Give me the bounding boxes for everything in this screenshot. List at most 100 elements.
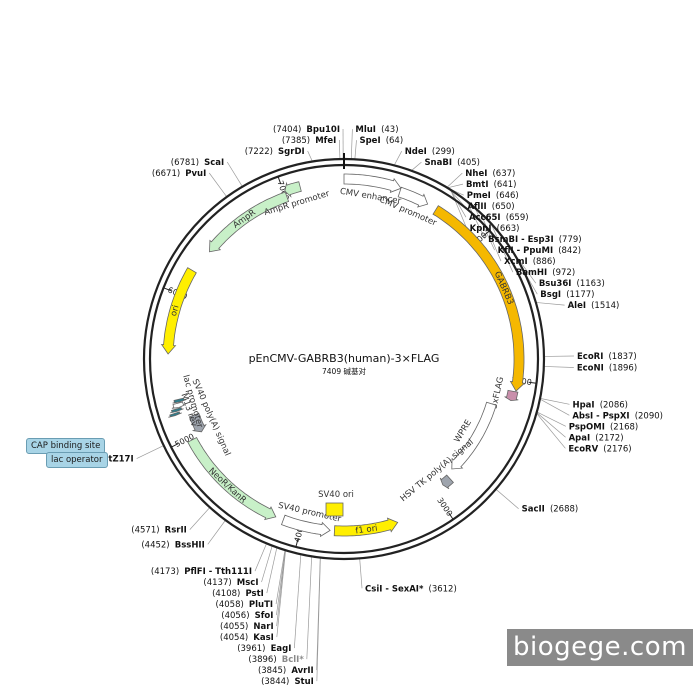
site-name: RsrII [165, 526, 187, 536]
site-bsshii: (4452) BssHII [141, 532, 204, 551]
feature-lac-promoter [171, 401, 186, 409]
site-ecorv: EcoRV (2176) [568, 436, 631, 455]
site-position: (663) [497, 224, 520, 234]
site-position: (4055) [220, 622, 248, 632]
tick-2000 [528, 381, 537, 384]
site-line-nhei [446, 172, 463, 188]
site-line-absi-pspxi [539, 398, 570, 416]
site-position: (842) [558, 246, 581, 256]
site-name: PmeI [467, 191, 491, 201]
site-position: (43) [381, 125, 398, 135]
feature-cmv-enhancer [343, 173, 402, 193]
site-bsmbi-esp3i: BsmBI - Esp3I (779) [488, 227, 581, 246]
site-name: ScaI [204, 158, 224, 168]
site-position: (972) [552, 268, 575, 278]
site-line-pflfi-tth111i [254, 543, 267, 572]
site-position: (64) [386, 136, 403, 146]
site-name: PspOMI [569, 422, 605, 432]
site-position: (886) [533, 257, 556, 267]
feature-f1-ori [333, 517, 399, 537]
site-name: KflI - PpuMI [498, 246, 553, 256]
site-line-stui [316, 557, 321, 682]
site-position: (4452) [141, 540, 169, 550]
site-ndei: NdeI (299) [405, 139, 455, 158]
site-aflii: AflII (650) [467, 194, 514, 213]
feature-label-ori: ori [169, 304, 182, 317]
feature-sv40-poly-a-signal [188, 412, 207, 433]
site-position: (4571) [131, 526, 159, 536]
site-name: PstI [245, 589, 263, 599]
site-name: BsmBI - Esp3I [488, 235, 554, 245]
site-leader-lines [136, 129, 574, 682]
site-sacii: SacII (2688) [522, 497, 579, 516]
site-line-bmti [447, 183, 464, 189]
site-bsu36i: Bsu36I (1163) [539, 271, 605, 290]
site-position: (1514) [591, 301, 619, 311]
tick-7000 [277, 176, 282, 185]
feature-gabrb3 [432, 205, 526, 392]
site-line-kpni [450, 189, 467, 229]
site-position: (4137) [203, 578, 231, 588]
site-position: (659) [506, 213, 529, 223]
site-name: ApaI [569, 433, 591, 443]
feature-ampr [209, 191, 290, 253]
site-apai: ApaI (2172) [569, 425, 624, 444]
feature-sv40-ori [325, 502, 344, 517]
site-line-pluti [275, 550, 286, 605]
feature-wpre [451, 401, 497, 470]
site-line-snabi [411, 161, 422, 171]
site-pmei: PmeI (646) [467, 183, 519, 202]
feature-ampr-promoter [284, 181, 302, 198]
site-name: BsgI [540, 290, 561, 300]
site-name: NarI [253, 622, 273, 632]
site-name: EcoRI [577, 352, 603, 362]
site-position: (2172) [595, 433, 623, 443]
site-position: (3844) [261, 677, 289, 687]
site-name: CsiI - SexAI* [365, 584, 424, 594]
site-bsgi: BsgI (1177) [540, 282, 594, 301]
feature-label-hsv-tk-poly-a-signal: HSV TK poly(A) signal [399, 437, 476, 504]
feature-label-f1-ori: f1 ori [355, 524, 378, 537]
site-name: BmtI [466, 180, 489, 190]
site-sgrdi: (7222) SgrDI [245, 139, 305, 158]
site-line-alei [535, 302, 565, 306]
site-snabi: SnaBI (405) [424, 150, 480, 169]
site-line-xcmi [480, 212, 502, 262]
plasmid-length: 7409 碱基对 [322, 366, 366, 376]
tick-6000 [163, 287, 172, 292]
site-position: (1896) [609, 364, 637, 374]
site-hpai: HpaI (2086) [572, 392, 627, 411]
site-name: BssHII [175, 540, 205, 550]
site-econi: EcoNI (1896) [577, 356, 637, 375]
site-position: (2168) [610, 422, 638, 432]
site-line-msci [261, 545, 273, 583]
site-line-kfli-ppumi [474, 207, 495, 251]
site-line-mlui [350, 129, 353, 160]
feature-lac-operator [170, 407, 184, 414]
site-position: (650) [492, 202, 515, 212]
site-line-bsshii [207, 519, 226, 545]
site-line-ndei [393, 150, 403, 166]
site-labels: (7404) Bpu10I(7385) MfeI(7222) SgrDI(678… [64, 125, 663, 688]
site-stui: (3844) StuI [261, 669, 314, 688]
site-position: (3612) [429, 584, 457, 594]
site-name: BclI* [282, 655, 305, 665]
site-name: KasI [253, 633, 274, 643]
site-position: (637) [492, 169, 515, 179]
tick-label-3000: 3000 [435, 496, 454, 518]
tick-5000 [170, 443, 179, 448]
site-position: (1177) [566, 290, 594, 300]
site-name: MluI [355, 125, 376, 135]
site-ecori: EcoRI (1837) [577, 344, 637, 363]
site-position: (4056) [221, 611, 249, 621]
site-position: (1163) [577, 279, 605, 289]
site-sfoi: (4056) SfoI [221, 603, 273, 622]
site-position: (6781) [171, 158, 199, 168]
site-name: SgrDI [278, 147, 305, 157]
site-name: PluTI [249, 600, 273, 610]
site-line-pvui [208, 172, 228, 198]
site-line-bsmbi-esp3i [466, 200, 486, 240]
feature-label-sv40-ori: SV40 ori [318, 490, 354, 500]
site-position: (4054) [220, 633, 248, 643]
site-line-nari [276, 550, 286, 627]
